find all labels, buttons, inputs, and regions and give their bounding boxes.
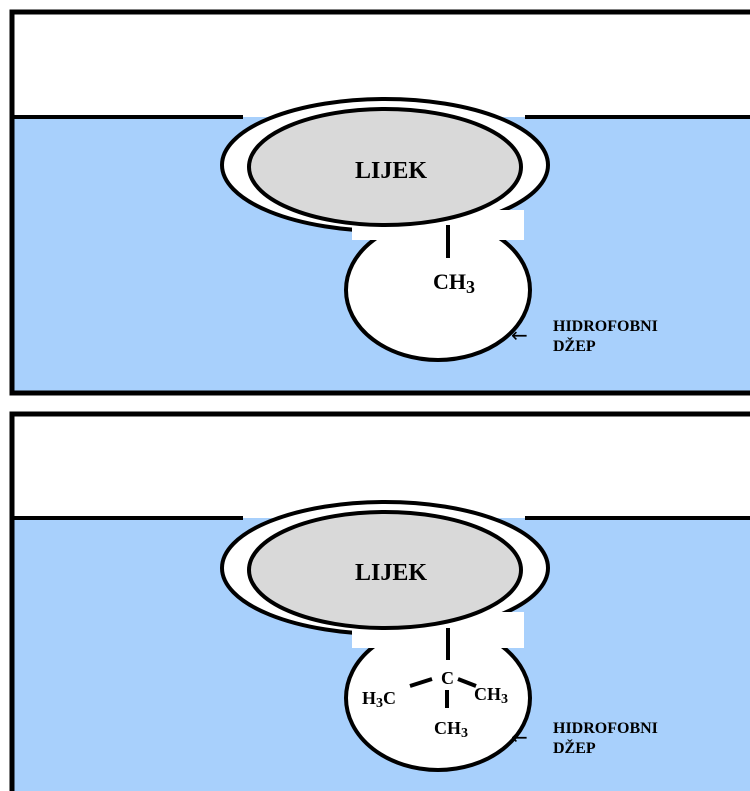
panel-2-bottom-methyl: CH3 <box>434 718 468 741</box>
panel-2-central-carbon: C <box>441 668 454 688</box>
panel-2-pointer-arrow: ← <box>511 725 528 749</box>
panel-1-frame <box>9 9 750 396</box>
panel-2-drug-label: LIJEK <box>355 560 427 586</box>
panel-1-pointer-arrow: ← <box>511 323 528 347</box>
panel-1-drug-ellipse <box>247 107 523 227</box>
panel-1-methyl-group: CH3 <box>433 269 475 297</box>
panel-1-drug-label: LIJEK <box>355 158 427 184</box>
panel-2-right-methyl: CH3 <box>474 684 508 707</box>
panel-2-bond-right <box>457 677 477 688</box>
panel-2-pocket-label-line1: HIDROFOBNI <box>553 720 658 737</box>
panel-1-pocket-label-line2: DŽEP <box>553 336 596 355</box>
panel-2-drug-ellipse <box>247 510 523 630</box>
panel-1-pocket-label-line1: HIDROFOBNI <box>553 318 658 335</box>
panel-2-bond-left <box>409 677 433 688</box>
panel-methyl: LIJEK CH3 ← HIDROFOBNI DŽEP <box>9 9 750 396</box>
panel-2-left-methyl: H3C <box>362 688 396 711</box>
panel-tert-butyl: LIJEK C H3C CH3 CH3 ← HIDROFOBNI DŽEP <box>9 411 750 791</box>
panel-2-frame <box>9 411 750 791</box>
panel-2-pocket-label-line2: DŽEP <box>553 738 596 757</box>
